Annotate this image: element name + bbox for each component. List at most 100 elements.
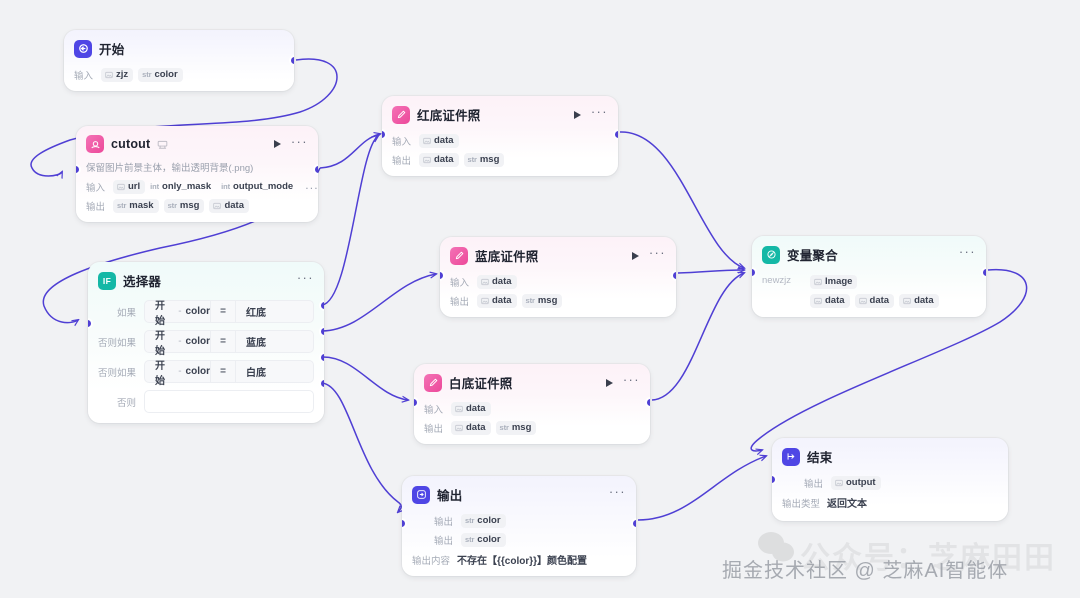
selector-condition-1-left[interactable]: 开始 - color (145, 297, 210, 327)
selector-condition-3-value[interactable]: 白底 (245, 368, 266, 379)
selector-condition-2-operator[interactable]: = (209, 331, 236, 352)
selector-condition-else[interactable] (144, 390, 314, 413)
output-field-color-1[interactable]: str color (461, 514, 506, 528)
port-selector-input[interactable] (88, 320, 91, 327)
more-options-button[interactable]: ··· (290, 133, 308, 149)
selector-condition-3-left[interactable]: 开始 - color (145, 357, 210, 387)
node-start[interactable]: 开始 输入 zjz str color (64, 30, 294, 91)
port-cutout-output[interactable] (315, 166, 318, 173)
run-node-button[interactable] (605, 378, 613, 387)
cutout-output-msg[interactable]: str msg (163, 199, 205, 213)
blue-output-msg[interactable]: str msg (521, 294, 563, 308)
node-output[interactable]: 输出 ··· 输出 str color 输出 str color 输出内容 (402, 476, 636, 576)
port-red-output[interactable] (615, 131, 618, 138)
node-blue-photo-title: 蓝底证件照 (475, 250, 539, 264)
image-type-icon (814, 297, 822, 304)
white-output-data[interactable]: data (451, 421, 491, 435)
cutout-inputs-more-button[interactable]: ... (305, 177, 318, 192)
cutout-inputs-row: 输入 url int only_mask int output_mode ... (86, 179, 318, 194)
image-type-icon (455, 405, 463, 412)
port-end-input[interactable] (772, 476, 775, 483)
port-red-input[interactable] (382, 131, 385, 138)
port-aggregate-output[interactable] (983, 269, 986, 276)
aggregate-item-2[interactable]: data (854, 294, 895, 308)
port-start-output[interactable] (291, 57, 294, 64)
selector-condition-2-left[interactable]: 开始 - color (145, 327, 210, 357)
node-red-photo[interactable]: 红底证件照 ··· 输入 data 输出 (382, 96, 618, 176)
red-input-data[interactable]: data (419, 134, 459, 148)
port-selector-out-2[interactable] (321, 328, 324, 335)
cutout-output-data[interactable]: data (209, 199, 249, 213)
port-blue-output[interactable] (673, 272, 676, 279)
selector-condition-2[interactable]: 开始 - color = 蓝底 (144, 330, 314, 357)
run-node-button[interactable] (631, 251, 639, 260)
node-aggregate[interactable]: 变量聚合 ··· newzjz Image (752, 236, 986, 317)
output-row-1: 输出 str color (412, 514, 626, 528)
white-input-data[interactable]: data (451, 402, 491, 416)
selector-condition-2-value[interactable]: 蓝底 (245, 338, 266, 349)
photo-edit-icon (424, 373, 442, 392)
selector-condition-1[interactable]: 开始 - color = 红底 (144, 300, 314, 327)
more-options-button[interactable]: ··· (296, 270, 314, 285)
end-arrow-icon (782, 447, 800, 466)
port-selector-out-1[interactable] (321, 302, 324, 309)
end-output-label: 输出 (804, 479, 824, 490)
node-red-photo-title: 红底证件照 (417, 109, 481, 123)
watermark-main: 掘金技术社区 @ 芝麻AI智能体 (722, 560, 1009, 582)
cutout-input-url[interactable]: url (113, 180, 146, 194)
port-selector-out-else[interactable] (321, 380, 324, 387)
image-type-icon (814, 278, 822, 285)
aggregate-item-3[interactable]: data (899, 294, 939, 308)
port-white-output[interactable] (647, 399, 650, 406)
more-options-button[interactable]: ··· (648, 245, 666, 260)
node-aggregate-header: 变量聚合 ··· (752, 236, 986, 270)
blue-input-label: 输入 (450, 278, 470, 289)
more-options-button[interactable]: ··· (958, 244, 976, 259)
port-output-output[interactable] (633, 520, 636, 527)
output-field-color-2[interactable]: str color (461, 533, 506, 547)
white-output-msg[interactable]: str msg (495, 421, 537, 435)
red-output-data[interactable]: data (419, 153, 459, 167)
selector-condition-3[interactable]: 开始 - color = 白底 (144, 360, 314, 387)
node-white-photo[interactable]: 白底证件照 ··· 输入 data 输出 (414, 364, 650, 444)
more-options-button[interactable]: ··· (622, 372, 640, 387)
selector-row-else: 否则 (98, 390, 314, 413)
port-white-input[interactable] (414, 399, 417, 406)
port-selector-out-3[interactable] (321, 354, 324, 361)
cutout-input-only-mask[interactable]: int only_mask (150, 180, 216, 194)
node-end[interactable]: 结束 输出 output 输出类型 返回文本 (772, 438, 1008, 521)
end-output-field[interactable]: output (831, 476, 881, 490)
port-aggregate-input[interactable] (752, 269, 755, 276)
run-node-button[interactable] (273, 140, 281, 148)
start-field-zjz[interactable]: zjz (101, 68, 134, 82)
node-white-photo-body: 输入 data 输出 data (414, 398, 650, 444)
port-blue-input[interactable] (440, 272, 443, 279)
node-blue-photo[interactable]: 蓝底证件照 ··· 输入 data 输出 (440, 237, 676, 317)
selector-condition-1-operator[interactable]: = (209, 301, 236, 322)
image-type-icon (903, 297, 911, 304)
aggregate-items-row: data data data (810, 294, 976, 308)
cutout-input-output-mode[interactable]: int output_mode (221, 180, 298, 194)
run-node-button[interactable] (573, 110, 581, 119)
red-output-msg[interactable]: str msg (463, 153, 505, 167)
more-options-button[interactable]: ··· (590, 104, 608, 119)
port-output-input[interactable] (402, 520, 405, 527)
white-output-msg-name: msg (511, 422, 532, 433)
aggregate-primary-image[interactable]: Image (810, 275, 858, 289)
aggregate-item-1[interactable]: data (810, 294, 850, 308)
blue-input-data[interactable]: data (477, 275, 517, 289)
node-red-photo-header: 红底证件照 ··· (382, 96, 618, 130)
selector-condition-1-value[interactable]: 红底 (245, 308, 266, 319)
cutout-output-mask-type: str (117, 201, 127, 210)
port-cutout-input[interactable] (76, 166, 79, 173)
cutout-output-mask[interactable]: str mask (113, 199, 159, 213)
start-inputs-row: 输入 zjz str color (74, 68, 284, 82)
start-field-color[interactable]: str color (138, 68, 183, 82)
node-cutout[interactable]: cutout ··· 保留图片前景主体，输出透明背景(.png) 输入 url (76, 126, 318, 222)
blue-output-data[interactable]: data (477, 294, 517, 308)
more-options-button[interactable]: ··· (608, 484, 626, 499)
selector-condition-3-operator[interactable]: = (209, 361, 236, 382)
node-selector[interactable]: IF 选择器 ··· 如果 开始 - color = 红底 (88, 262, 324, 423)
output-field-color-2-name: color (477, 534, 501, 545)
